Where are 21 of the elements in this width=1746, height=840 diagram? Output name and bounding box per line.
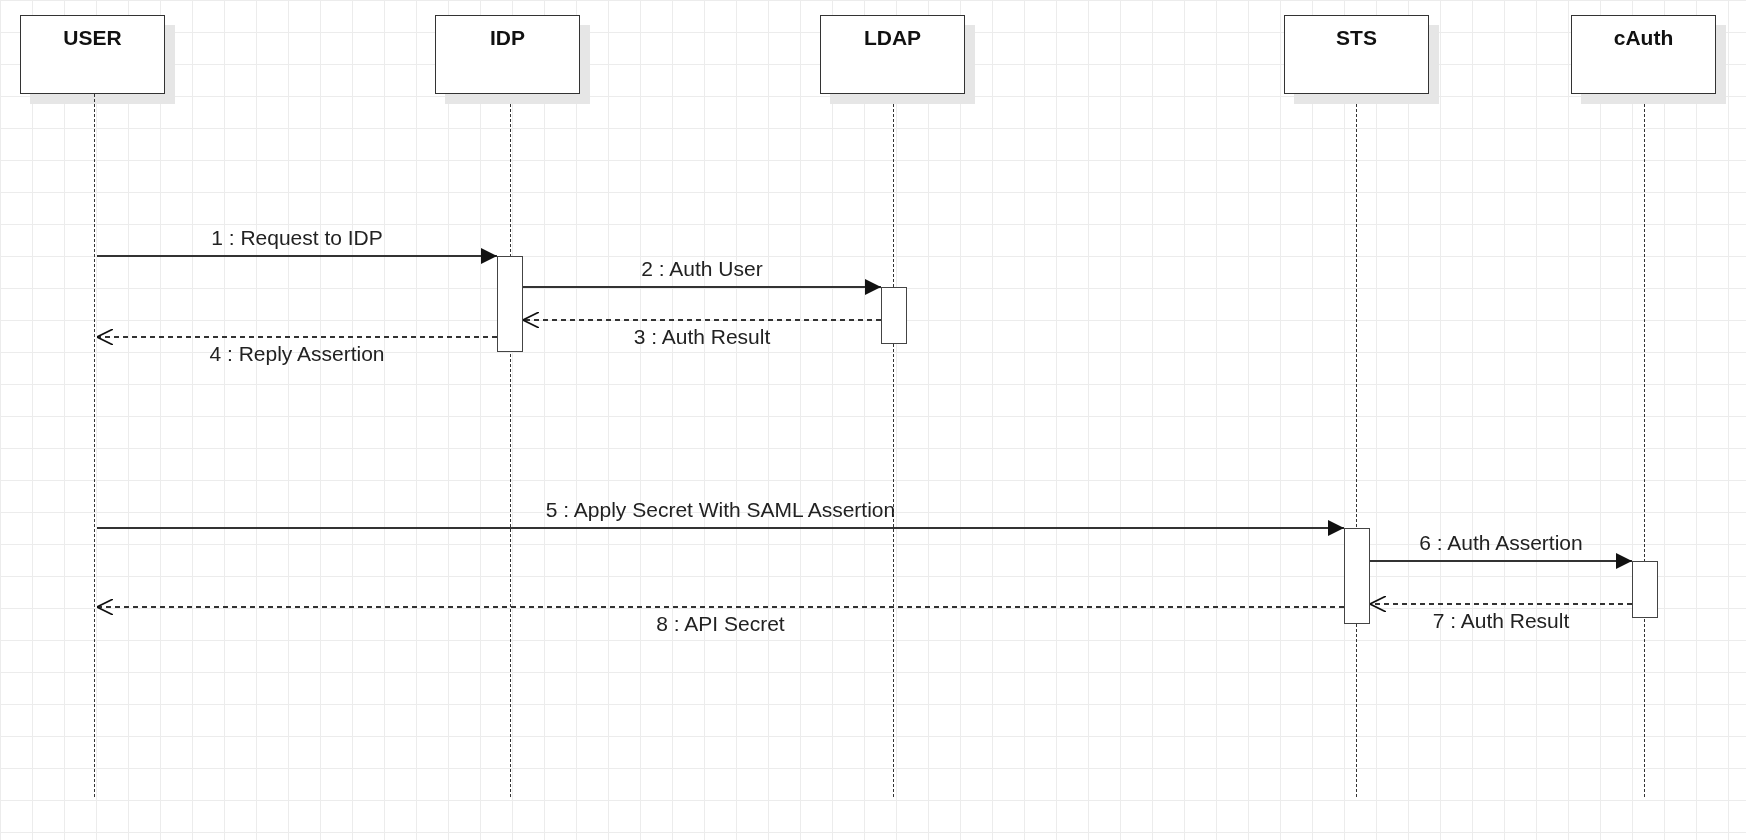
edge-label: 4 : Reply Assertion xyxy=(209,342,385,366)
message-arrow xyxy=(1369,553,1633,569)
message-arrow xyxy=(96,248,498,264)
edge-label: 6 : Auth Assertion xyxy=(1419,531,1583,555)
activation-bar xyxy=(1632,561,1658,618)
return-message-arrow xyxy=(96,328,498,346)
activation-bar xyxy=(881,287,907,344)
return-message-arrow xyxy=(522,311,882,329)
message-arrow xyxy=(96,520,1345,536)
edge-label: 7 : Auth Result xyxy=(1432,609,1570,633)
edge-label: 2 : Auth User xyxy=(641,257,763,281)
lifeline xyxy=(94,94,95,797)
activation-bar xyxy=(1344,528,1370,624)
message-arrow xyxy=(522,279,882,295)
return-message-arrow xyxy=(96,598,1345,616)
edge-label: 5 : Apply Secret With SAML Assertion xyxy=(545,498,896,522)
edge-label: 8 : API Secret xyxy=(656,612,785,636)
activation-bar xyxy=(497,256,523,352)
edge-label: 3 : Auth Result xyxy=(633,325,771,349)
edge-label: 1 : Request to IDP xyxy=(211,226,383,250)
return-message-arrow xyxy=(1369,595,1633,613)
